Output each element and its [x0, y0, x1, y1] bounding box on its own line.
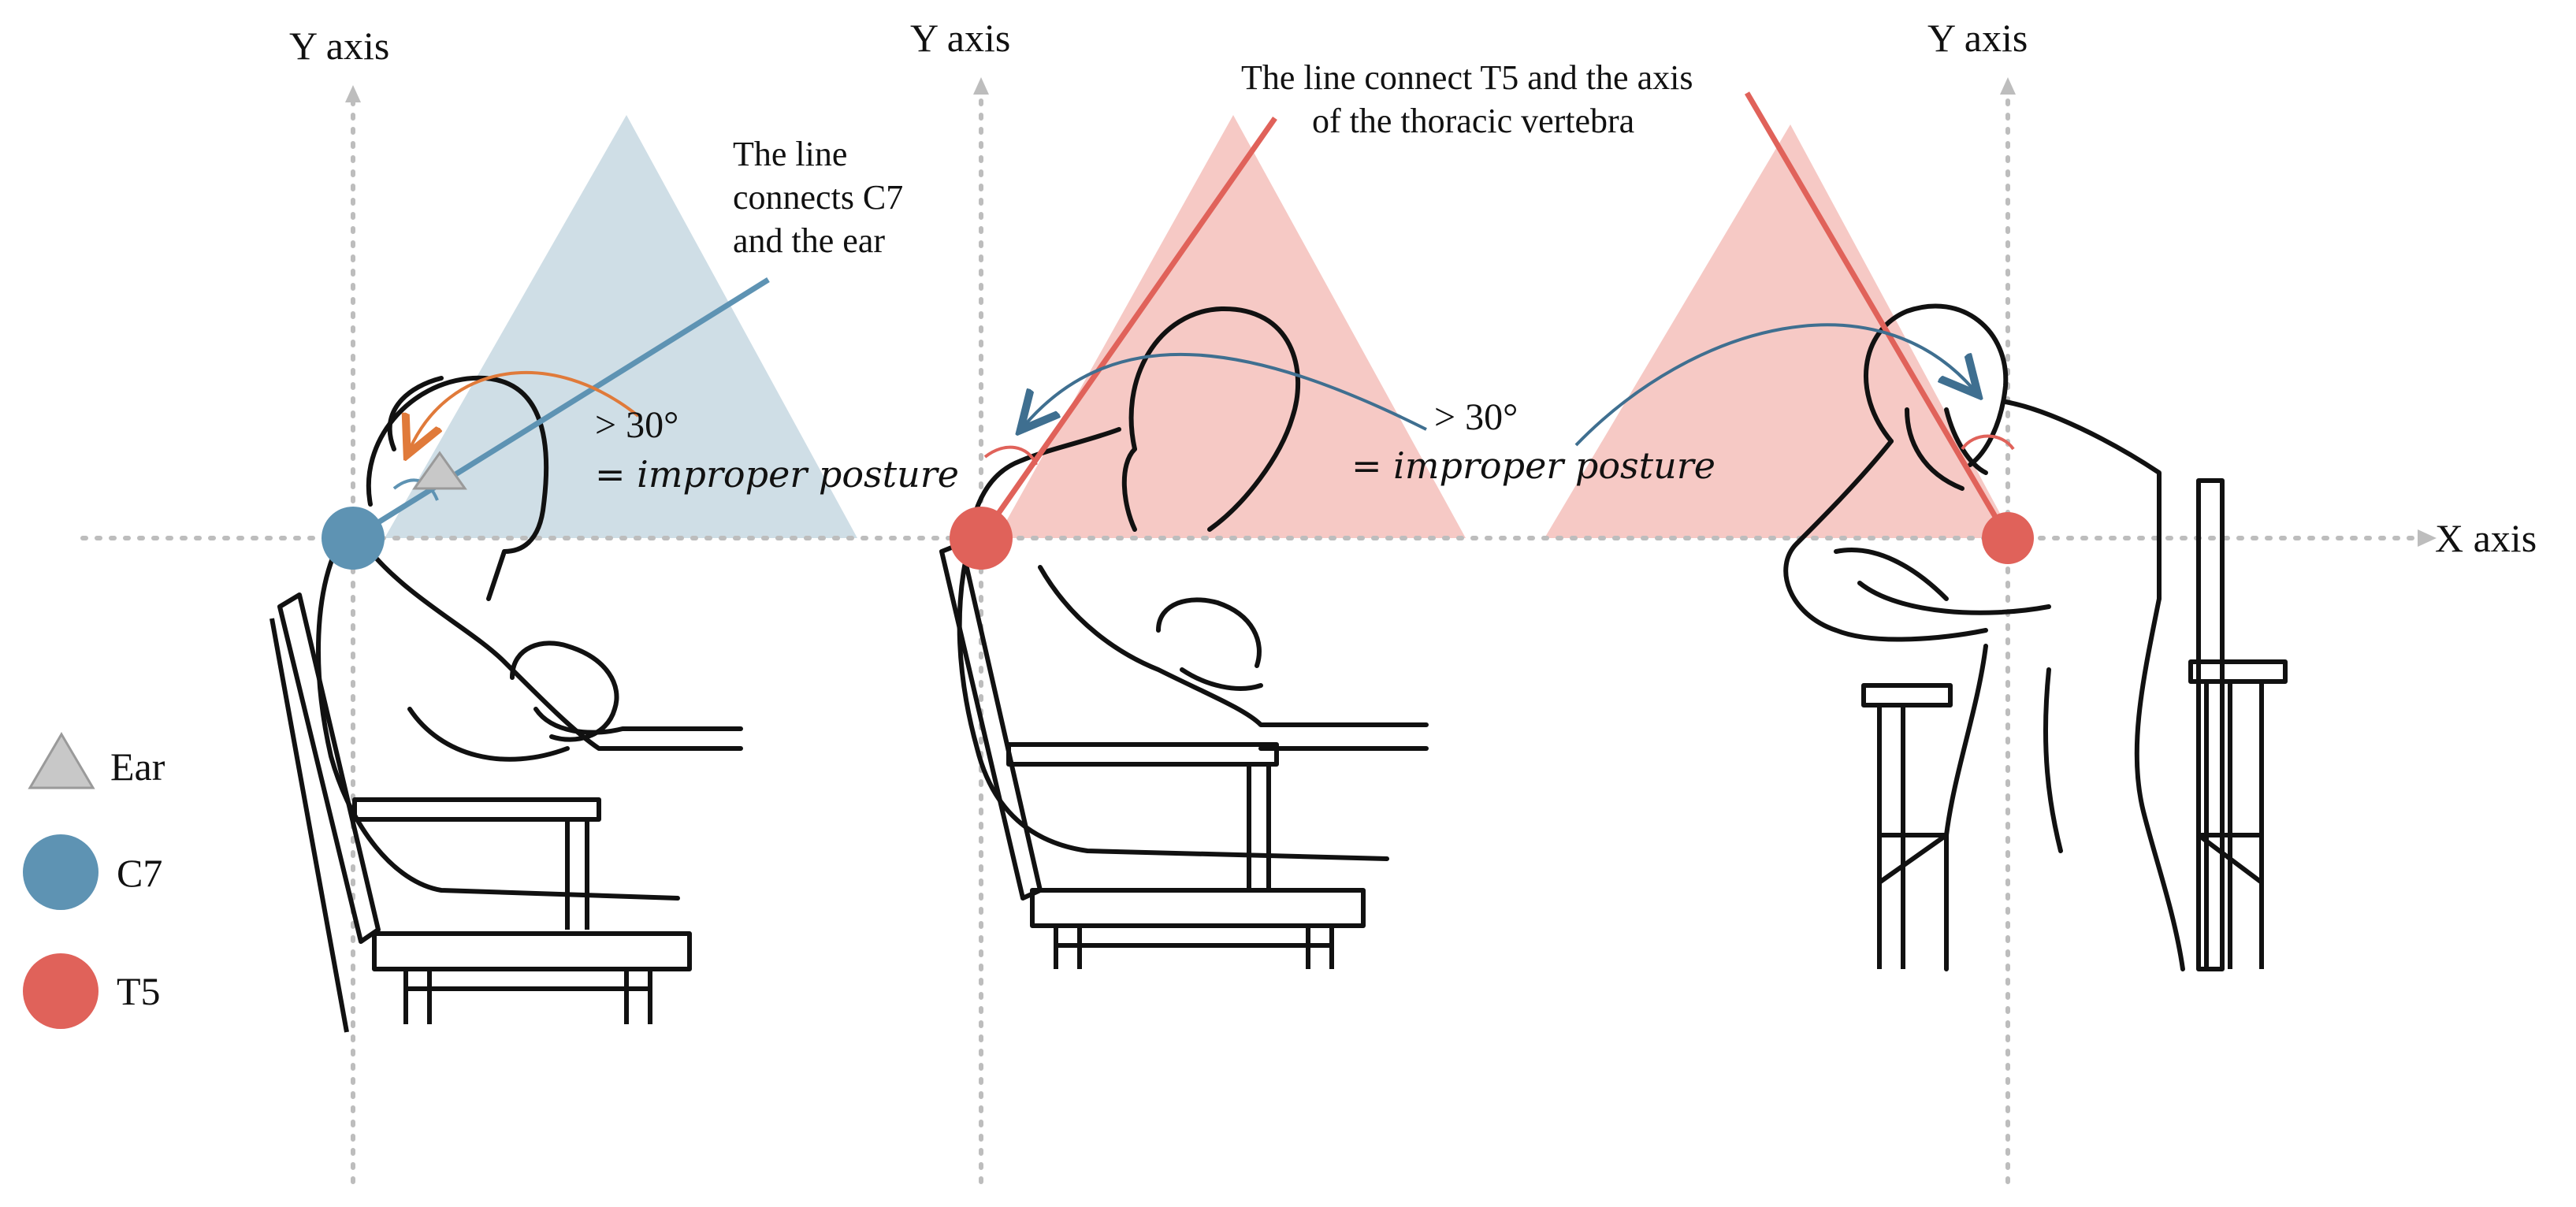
angle-label-2: > 30°: [1434, 396, 1518, 438]
c7-annotation-line-3: and the ear: [733, 221, 885, 260]
y-axis-2: [973, 77, 989, 1184]
t5-annotation-line-2: of the thoracic vertebra: [1312, 102, 1634, 140]
legend: Ear C7 T5: [23, 732, 165, 1029]
t5-line-middle: [979, 116, 1277, 540]
legend-t5-icon: [23, 953, 99, 1029]
y-axis-3: [2000, 77, 2016, 1184]
t5-annotation-line-1: The line connect T5 and the axis: [1241, 58, 1693, 97]
c7-annotation-line-2: connects C7: [733, 178, 903, 217]
y-axis-label-3: Y axis: [1927, 16, 2028, 60]
y-axis-1: [345, 85, 361, 1184]
c7-marker: [322, 507, 385, 570]
blue-arrow-right: [1574, 323, 1974, 447]
figure-3-standing-mother: [1783, 303, 2185, 971]
posture-label-1: = improper posture: [595, 453, 959, 496]
legend-c7-icon: [23, 834, 99, 910]
angle-label-1: > 30°: [595, 404, 678, 446]
legend-t5-label: T5: [117, 969, 161, 1013]
c7-annotation-line-1: The line: [733, 135, 847, 173]
ear-triangle: [412, 451, 467, 490]
angle-arc-2: [983, 445, 1038, 466]
y-axis-label-1: Y axis: [289, 24, 389, 68]
orange-rotation-arrow: [410, 371, 640, 449]
blue-arrow-left: [1024, 352, 1427, 429]
chair-1: [269, 592, 692, 1033]
t5-line-right: [1744, 91, 2011, 540]
legend-ear-label: Ear: [110, 745, 165, 789]
t5-marker-middle: [950, 507, 1013, 570]
chair-3: [1861, 478, 2288, 971]
y-axis-label-2: Y axis: [910, 16, 1010, 60]
c7-ear-line: [351, 277, 770, 540]
legend-c7-label: C7: [117, 851, 162, 895]
x-axis-label: X axis: [2435, 516, 2537, 560]
figure-2-seated-mother: [957, 306, 1429, 861]
red-angle-cone-right: [1544, 124, 2013, 538]
posture-label-2: = improper posture: [1351, 444, 1715, 487]
t5-marker-right: [1982, 512, 2034, 564]
legend-ear-icon: [28, 732, 95, 789]
figure-1-seated-mother: [316, 375, 743, 901]
angle-arc-3: [1961, 434, 2015, 451]
blue-angle-cone: [385, 115, 857, 538]
chair-2: [939, 541, 1366, 969]
